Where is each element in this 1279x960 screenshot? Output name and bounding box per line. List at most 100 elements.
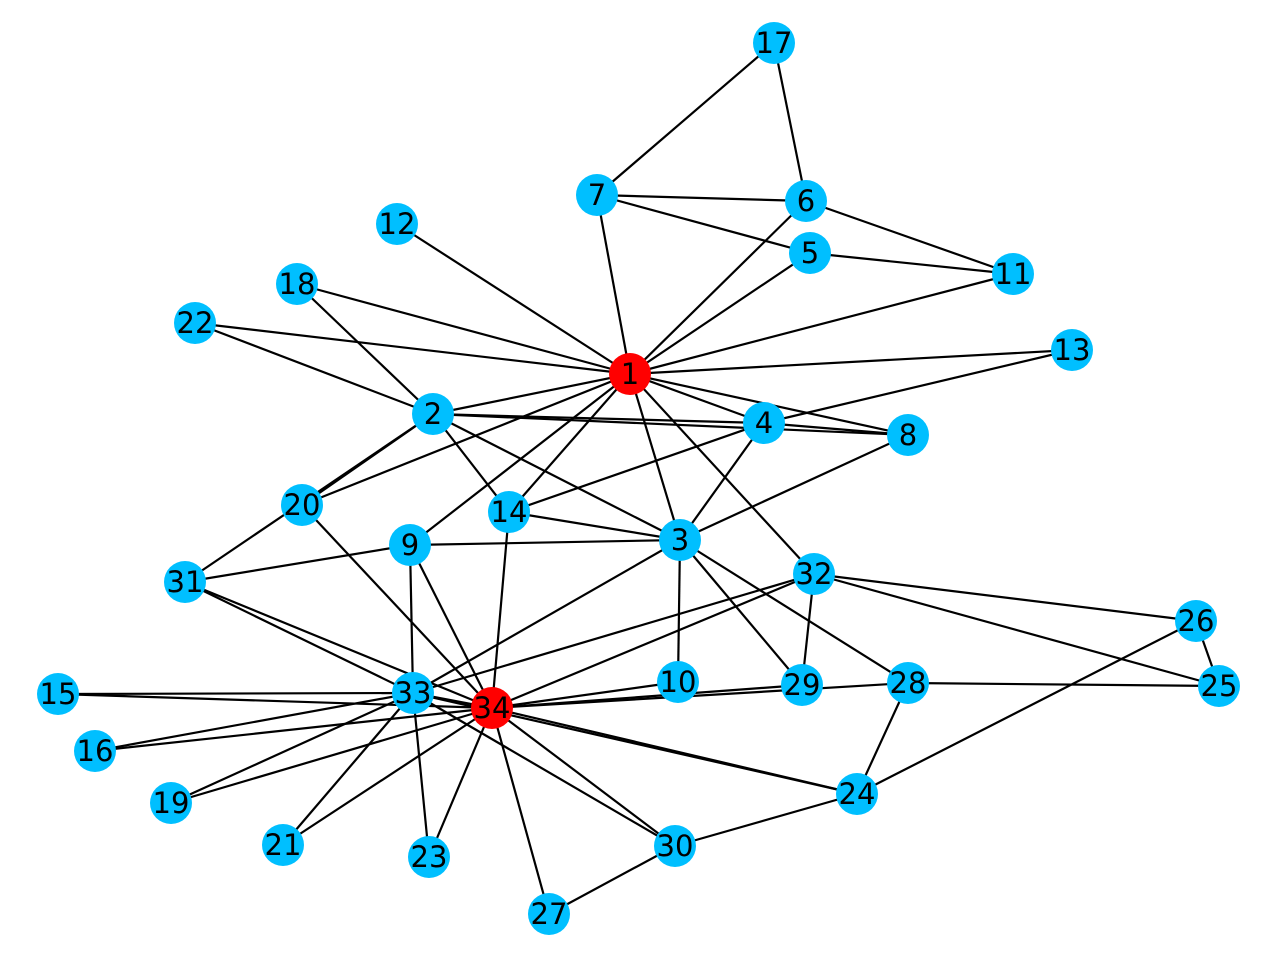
node-21: 21: [262, 824, 304, 866]
node-13: 13: [1051, 329, 1093, 371]
edge-4-8: [763, 421, 909, 437]
node-circle-16: [74, 730, 116, 772]
edge-2-8: [432, 412, 909, 437]
node-circle-1: [609, 353, 651, 395]
node-circle-17: [753, 22, 795, 64]
node-label-28: 28: [890, 666, 927, 700]
node-circle-3: [659, 519, 701, 561]
node-label-31: 31: [167, 565, 204, 599]
node-1: 1: [609, 353, 651, 395]
edge-5-11: [809, 251, 1014, 276]
node-circle-12: [376, 203, 418, 245]
edge-25-28: [907, 681, 1220, 688]
node-label-17: 17: [756, 26, 793, 60]
node-10: 10: [657, 661, 699, 703]
edge-3-4: [679, 422, 765, 541]
node-3: 3: [659, 519, 701, 561]
node-label-20: 20: [284, 488, 321, 522]
node-22: 22: [174, 302, 216, 344]
node-26: 26: [1175, 600, 1217, 642]
edge-3-14: [508, 510, 681, 542]
edge-15-33: [57, 691, 414, 696]
edge-3-10: [676, 539, 682, 683]
edge-20-34: [301, 504, 493, 709]
node-label-29: 29: [784, 668, 821, 702]
edge-9-31: [184, 543, 411, 584]
node-layer: 1234567891011121314151617181920212223242…: [37, 22, 1240, 935]
node-label-25: 25: [1201, 669, 1238, 703]
node-20: 20: [281, 484, 323, 526]
edge-3-9: [409, 538, 681, 547]
node-label-3: 3: [671, 523, 689, 557]
node-4: 4: [743, 402, 785, 444]
node-circle-9: [389, 524, 431, 566]
node-circle-8: [887, 414, 929, 456]
node-circle-26: [1175, 600, 1217, 642]
edge-21-34: [282, 707, 493, 846]
node-circle-20: [281, 484, 323, 526]
edge-1-20: [301, 372, 631, 507]
node-25: 25: [1198, 665, 1240, 707]
node-circle-25: [1198, 665, 1240, 707]
node-label-4: 4: [755, 406, 773, 440]
node-label-13: 13: [1054, 333, 1091, 367]
node-label-8: 8: [899, 418, 917, 452]
node-circle-22: [174, 302, 216, 344]
node-5: 5: [789, 232, 831, 274]
edge-1-2: [432, 372, 631, 416]
edge-1-4: [629, 372, 765, 425]
node-circle-29: [781, 664, 823, 706]
node-label-19: 19: [153, 786, 190, 820]
node-24: 24: [836, 773, 878, 815]
edge-23-34: [427, 707, 494, 858]
node-label-23: 23: [411, 840, 448, 874]
edge-3-33: [412, 539, 681, 694]
node-label-34: 34: [474, 691, 511, 725]
edge-2-22: [194, 321, 434, 416]
node-circle-19: [150, 782, 192, 824]
edge-1-22: [194, 321, 631, 376]
edge-23-33: [411, 692, 431, 858]
node-circle-34: [471, 687, 513, 729]
edge-30-34: [491, 707, 676, 847]
node-label-10: 10: [660, 665, 697, 699]
node-label-9: 9: [401, 528, 419, 562]
node-label-26: 26: [1178, 604, 1215, 638]
node-label-22: 22: [177, 306, 214, 340]
node-circle-21: [262, 824, 304, 866]
node-34: 34: [471, 687, 513, 729]
node-label-11: 11: [995, 257, 1032, 291]
edge-1-18: [296, 282, 631, 376]
edge-19-34: [170, 706, 493, 805]
node-label-15: 15: [40, 677, 77, 711]
edge-26-32: [813, 572, 1197, 623]
edge-24-30: [674, 792, 858, 848]
edge-1-6: [629, 200, 807, 375]
node-label-30: 30: [657, 829, 694, 863]
edge-4-13: [763, 348, 1073, 425]
node-circle-6: [785, 180, 827, 222]
node-28: 28: [887, 662, 929, 704]
edge-3-29: [679, 539, 803, 686]
edge-7-17: [596, 42, 775, 196]
node-circle-31: [164, 561, 206, 603]
edge-6-17: [772, 42, 808, 202]
edge-1-12: [396, 223, 631, 375]
edge-25-32: [813, 572, 1220, 688]
node-label-27: 27: [531, 897, 568, 931]
node-label-12: 12: [379, 207, 416, 241]
node-label-21: 21: [265, 828, 302, 862]
node-7: 7: [576, 174, 618, 216]
node-label-7: 7: [588, 178, 606, 212]
edge-layer: [57, 42, 1221, 915]
edge-27-30: [548, 845, 676, 915]
node-2: 2: [412, 393, 454, 435]
edge-4-14: [508, 421, 765, 514]
node-circle-11: [992, 253, 1034, 295]
node-circle-2: [412, 393, 454, 435]
edge-16-33: [94, 691, 414, 753]
node-14: 14: [488, 491, 530, 533]
edge-1-13: [629, 348, 1073, 376]
edge-2-18: [296, 283, 434, 415]
node-circle-10: [657, 661, 699, 703]
